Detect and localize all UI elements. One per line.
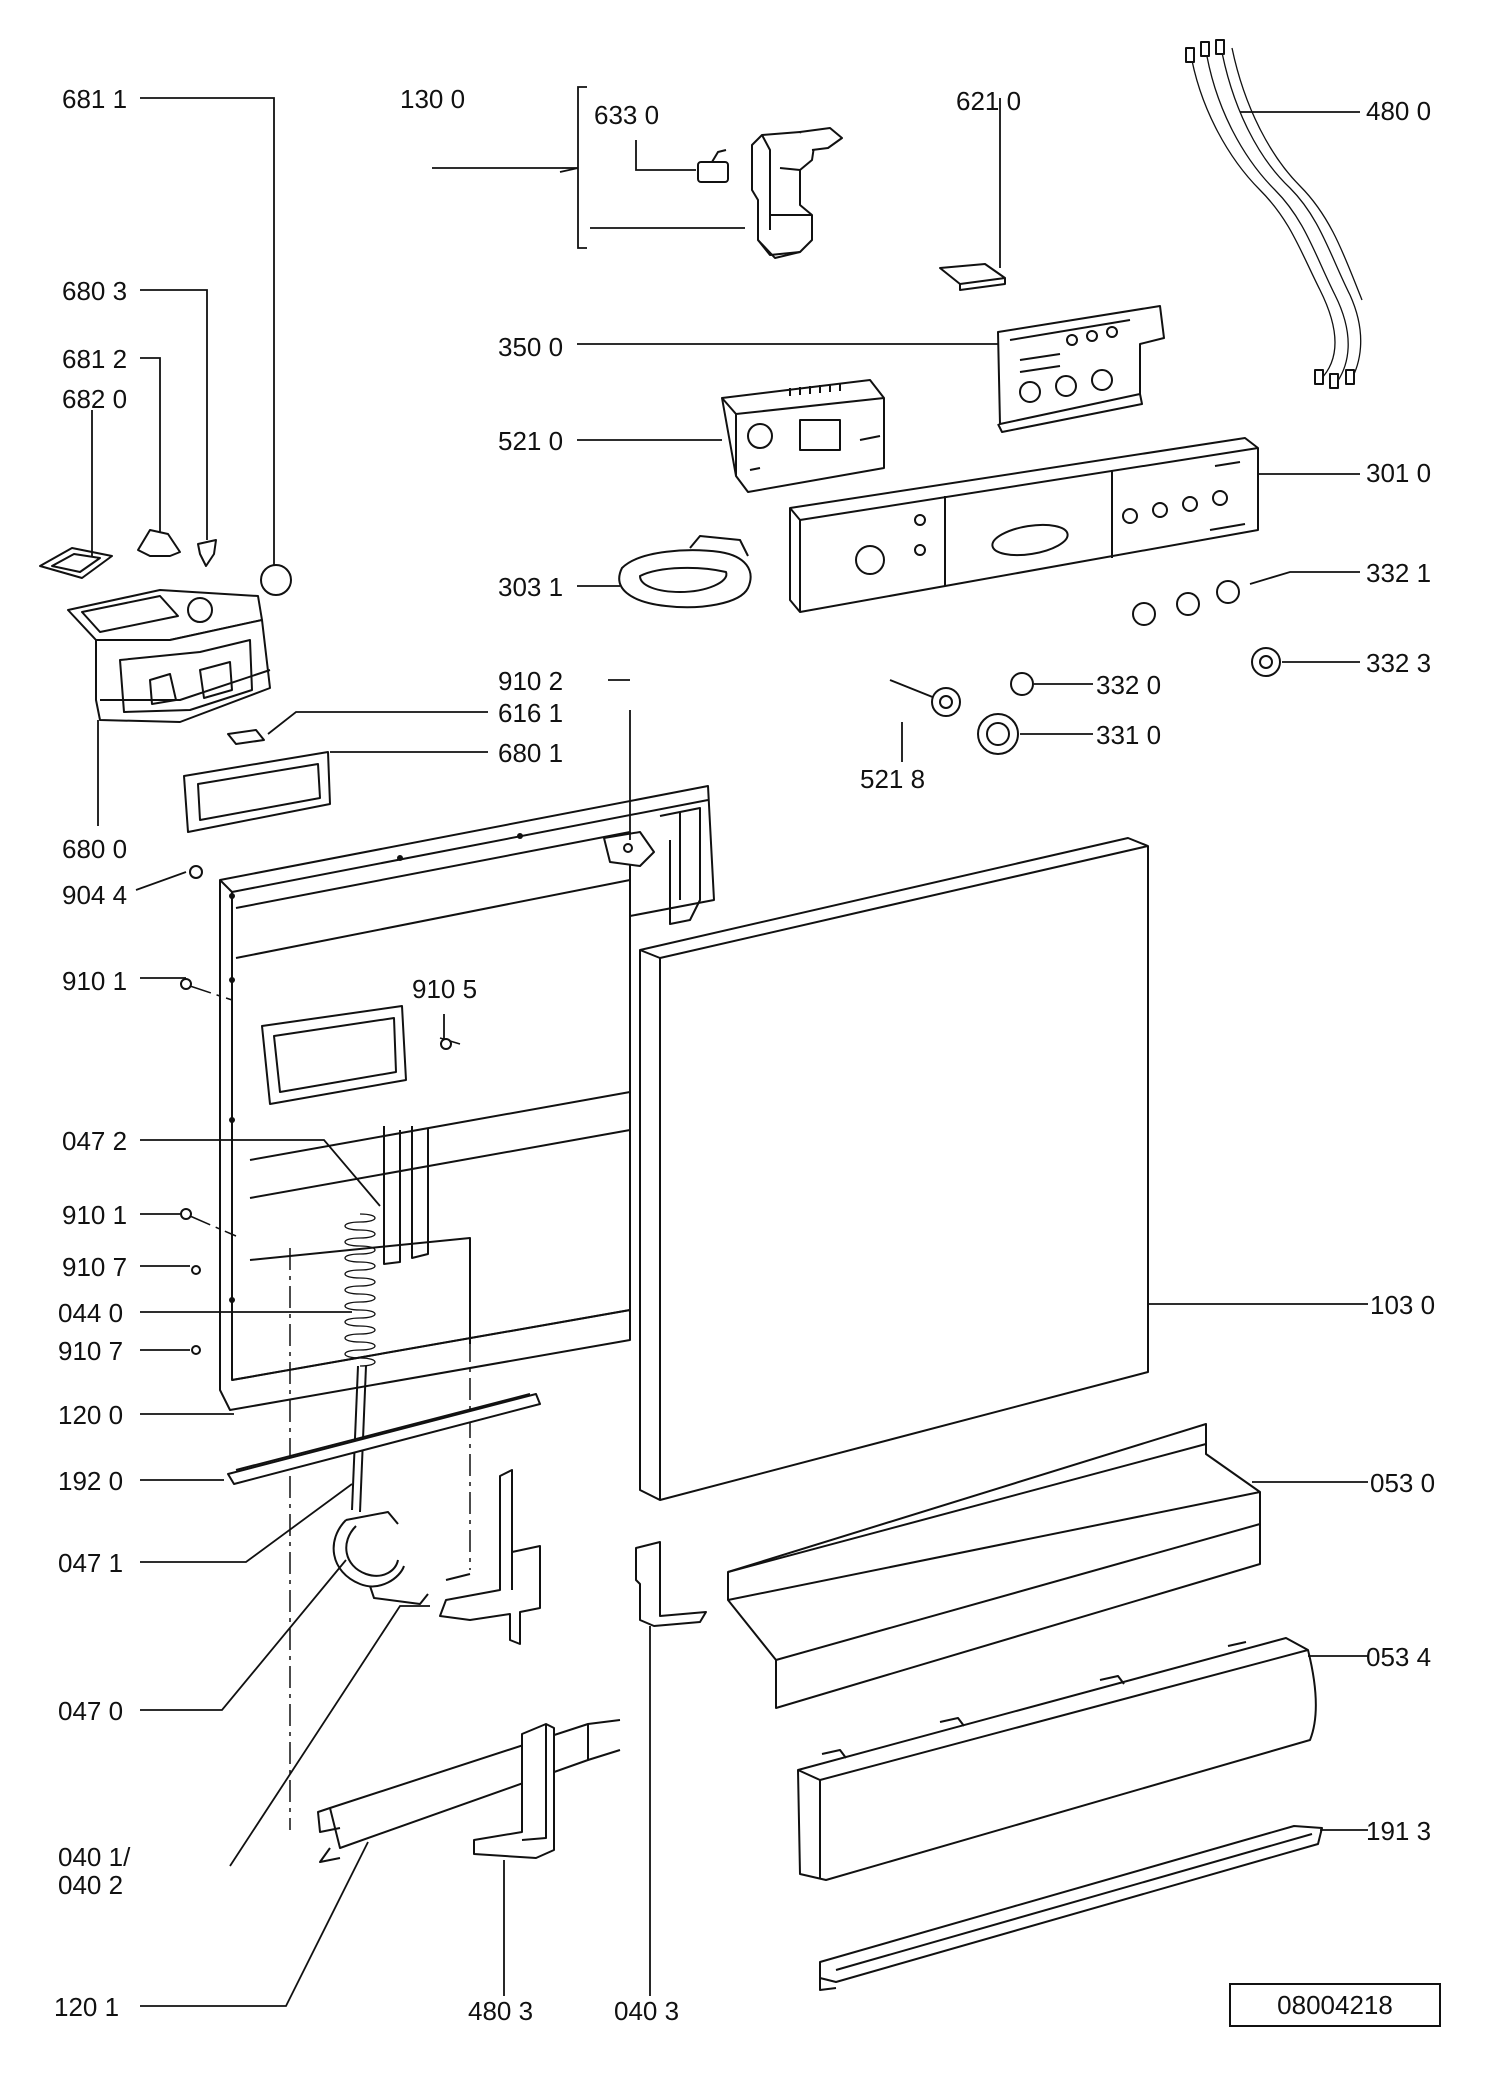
part-521-0-module: [721, 379, 885, 493]
label-910-2: 910 2: [498, 666, 563, 696]
part-040-1-bracket: [439, 1469, 541, 1645]
label-480-3: 480 3: [468, 1996, 533, 2026]
part-053-0-kickplate: [727, 1423, 1261, 1709]
label-192-0: 192 0: [58, 1466, 123, 1496]
part-331-0-knob: [977, 713, 1019, 755]
part-303-1-handle: [618, 535, 752, 609]
label-191-3: 191 3: [1366, 1816, 1431, 1846]
label-350-0: 350 0: [498, 332, 563, 362]
label-680-0: 680 0: [62, 834, 127, 864]
part-047-0-hinge: [332, 1511, 429, 1605]
label-040-3: 040 3: [614, 1996, 679, 2026]
label-616-1: 616 1: [498, 698, 563, 728]
label-053-4: 053 4: [1366, 1642, 1431, 1672]
label-040-2: 040 2: [58, 1870, 123, 1900]
label-044-0: 044 0: [58, 1298, 123, 1328]
label-332-1: 332 1: [1366, 558, 1431, 588]
label-521-8: 521 8: [860, 764, 925, 794]
label-120-0: 120 0: [58, 1400, 123, 1430]
label-682-0: 682 0: [62, 384, 127, 414]
label-053-0: 053 0: [1370, 1468, 1435, 1498]
part-480-3-bracket: [473, 1723, 555, 1859]
label-681-1: 681 1: [62, 84, 127, 114]
bracket-130-0: [432, 86, 745, 249]
label-910-1-lower: 910 1: [62, 1200, 127, 1230]
part-616-1: [227, 729, 265, 745]
label-047-0: 047 0: [58, 1696, 123, 1726]
drawing-number-box: 08004218: [1229, 1983, 1441, 2027]
part-301-0-panel: [789, 437, 1259, 613]
part-332-3-knob: [1251, 647, 1281, 677]
part-191-3-strip: [819, 1825, 1323, 1991]
part-130-0-latch: [751, 127, 843, 259]
label-120-1: 120 1: [54, 1992, 119, 2022]
label-040-1: 040 1/: [58, 1842, 131, 1872]
label-303-1: 303 1: [498, 572, 563, 602]
label-301-0: 301 0: [1366, 458, 1431, 488]
label-910-7-upper: 910 7: [62, 1252, 127, 1282]
label-681-2: 681 2: [62, 344, 127, 374]
label-331-0: 331 0: [1096, 720, 1161, 750]
part-192-0-rail: [227, 1393, 541, 1485]
part-350-0-board: [997, 305, 1165, 433]
label-521-0: 521 0: [498, 426, 563, 456]
label-480-0: 480 0: [1366, 96, 1431, 126]
part-633-0-switch: [697, 149, 729, 183]
part-621-0-board: [939, 263, 1006, 291]
drawing-number: 08004218: [1277, 1990, 1393, 2020]
part-680-0-dispenser: [67, 589, 271, 723]
label-103-0: 103 0: [1370, 1290, 1435, 1320]
screws: [180, 865, 452, 1355]
label-680-1: 680 1: [498, 738, 563, 768]
label-633-0: 633 0: [594, 100, 659, 130]
label-904-4: 904 4: [62, 880, 127, 910]
part-120-0-inner-door: [219, 785, 715, 1411]
part-040-3-bracket: [635, 1541, 707, 1627]
part-103-0-door-panel: [639, 837, 1149, 1501]
label-047-1: 047 1: [58, 1548, 123, 1578]
part-681-1-cap: [260, 564, 292, 596]
label-130-0: 130 0: [400, 84, 465, 114]
label-047-2: 047 2: [62, 1126, 127, 1156]
part-480-0-harness: [1185, 39, 1363, 389]
part-681-2-cover: [137, 529, 181, 557]
label-910-7-lower: 910 7: [58, 1336, 123, 1366]
part-332-0-knob: [1010, 672, 1034, 696]
label-910-5: 910 5: [412, 974, 477, 1004]
part-053-4-trim: [797, 1637, 1317, 1881]
part-680-1-seal: [183, 751, 331, 833]
label-910-1-upper: 910 1: [62, 966, 127, 996]
part-521-8-shaft: [889, 679, 961, 717]
label-621-0: 621 0: [956, 86, 1021, 116]
part-682-0-gasket: [39, 547, 113, 579]
label-680-3: 680 3: [62, 276, 127, 306]
part-332-1-knobs: [1132, 580, 1240, 626]
label-332-0: 332 0: [1096, 670, 1161, 700]
part-680-3-clip: [197, 539, 217, 567]
part-labels: 681 1 130 0 633 0 621 0 480 0 680 3 681 …: [54, 84, 1435, 2026]
label-332-3: 332 3: [1366, 648, 1431, 678]
part-120-1-channel: [317, 1719, 621, 1863]
